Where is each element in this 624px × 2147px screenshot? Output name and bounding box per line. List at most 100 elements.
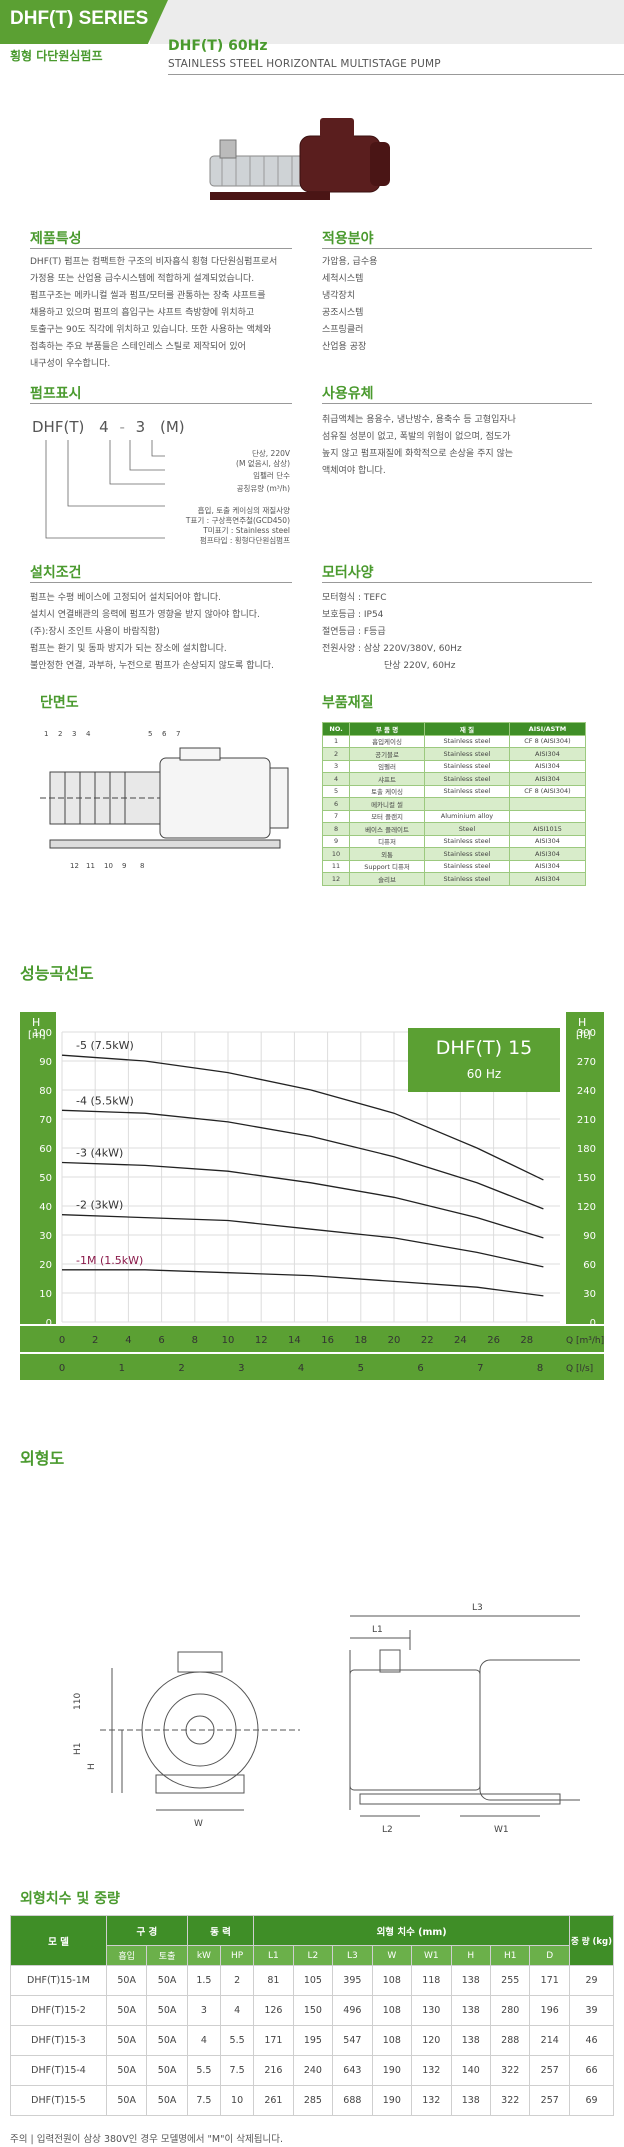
dims-cell: 216 [253, 2055, 294, 2086]
dims-cell: 5.5 [186, 2055, 221, 2086]
chart-x-tick-m3h: 6 [158, 1335, 164, 1346]
material-cell: 공기블로 [349, 747, 426, 761]
material-cell: 11 [321, 859, 351, 873]
dims-cell: 280 [489, 1995, 531, 2026]
callout-4: 4 [86, 730, 91, 738]
dims-cell: 69 [569, 2085, 614, 2116]
divider [322, 582, 592, 583]
chart-y-left-tick: 10 [39, 1289, 52, 1300]
material-cell: 슬리브 [349, 872, 426, 886]
dims-cell: 50A [146, 2025, 188, 2056]
material-cell: Stainless steel [424, 872, 510, 886]
chart-series-line [61, 1109, 544, 1210]
chart-x-tick-ls: 1 [119, 1363, 125, 1374]
dims-model-cell: DHF(T)15-3 [10, 2025, 107, 2056]
dims-subheader: kW [186, 1945, 221, 1966]
chart-series-label: -2 (3kW) [76, 1199, 123, 1212]
material-cell: 토출 케이싱 [349, 784, 426, 798]
features-text: DHF(T) 펌프는 컴팩트한 구조의 비자흡식 횡형 다단원심펌프로서 가정용… [30, 257, 278, 369]
dims-title: 외형치수 및 중량 [20, 1891, 120, 1907]
dims-header-power: 동 력 [186, 1915, 255, 1946]
mat-header-no: NO. [321, 722, 351, 736]
divider [30, 403, 292, 404]
chart-series-label: -1M (1.5kW) [76, 1254, 143, 1267]
dims-header-outline: 외형 치수 (mm) [253, 1915, 570, 1946]
chart-x-tick-m3h: 10 [222, 1335, 235, 1346]
chart-y-right-tick: 180 [577, 1144, 596, 1155]
dims-cell: 105 [292, 1965, 334, 1996]
dims-cell: 240 [292, 2055, 334, 2086]
dims-cell: 643 [332, 2055, 373, 2086]
material-cell: 2 [321, 747, 351, 761]
chart-x-tick-ls: 8 [537, 1363, 543, 1374]
material-cell: 7 [321, 809, 351, 823]
chart-left-band [20, 1012, 56, 1324]
designation-labels-2: 흡입, 토출 케이싱의 재질사양 T표기 : 구상흑연주철(GCD450) T미… [185, 506, 290, 545]
dims-cell: 4 [186, 2025, 221, 2056]
chart-y-right-unit: [ft] [576, 1030, 591, 1041]
dims-header-weight: 중 량 (kg) [569, 1915, 614, 1966]
dims-cell: 7.5 [219, 2055, 255, 2086]
chart-x-tick-ls: 0 [59, 1363, 65, 1374]
dims-cell: 50A [105, 2055, 148, 2086]
material-cell: AISI304 [508, 872, 587, 886]
callout-3: 3 [72, 730, 76, 738]
outline-title: 외형도 [20, 1449, 65, 1468]
model-title: DHF(T) 60Hz [168, 38, 268, 54]
dims-cell: 50A [146, 2055, 188, 2086]
chart-title-box [408, 1028, 560, 1092]
performance-chart: H[m]H[ft]0102030405060708090100030609012… [20, 1012, 604, 1380]
series-badge [0, 0, 168, 44]
chart-x-band-ls [20, 1354, 604, 1380]
chart-y-left-tick: 20 [39, 1260, 52, 1271]
callout-6: 6 [162, 730, 167, 738]
chart-y-left-label: H [32, 1016, 40, 1029]
dims-cell: 150 [292, 1995, 334, 2026]
mat-header-material: 재 질 [424, 722, 510, 736]
chart-x-tick-m3h: 0 [59, 1335, 65, 1346]
chart-y-right-label: H [578, 1016, 586, 1029]
divider [30, 248, 292, 249]
section-view-title: 단면도 [40, 695, 79, 711]
dims-cell: 39 [569, 1995, 614, 2026]
material-cell: 외통 [349, 847, 426, 861]
chart-y-right-tick: 90 [583, 1231, 596, 1242]
chart-x-tick-ls: 7 [477, 1363, 483, 1374]
dims-cell: 547 [332, 2025, 373, 2056]
section-drawing: 1 2 3 4 5 6 7 12 11 10 9 8 [40, 730, 289, 870]
material-cell: AISI304 [508, 859, 587, 873]
dims-cell: 288 [489, 2025, 531, 2056]
chart-y-left-tick: 80 [39, 1086, 52, 1097]
material-cell: AISI304 [508, 747, 587, 761]
label-l3: L3 [472, 1603, 483, 1613]
dims-model-cell: DHF(T)15-2 [10, 1995, 107, 2026]
label-w: W [194, 1819, 203, 1829]
material-cell: Stainless steel [424, 859, 510, 873]
install-text: 펌프는 수평 베이스에 고정되어 설치되어야 합니다. 설치시 연결배관의 응력… [30, 593, 274, 671]
chart-x-tick-m3h: 12 [255, 1335, 268, 1346]
material-cell: 10 [321, 847, 351, 861]
chart-y-right-tick: 300 [577, 1028, 596, 1039]
dims-cell: 190 [371, 2085, 413, 2116]
dims-cell: 50A [105, 2085, 148, 2116]
label-h110: 110 [73, 1693, 83, 1710]
material-cell: 12 [321, 872, 351, 886]
label-h: H [87, 1763, 97, 1770]
chart-y-left-tick: 40 [39, 1202, 52, 1213]
chart-x-tick-ls: 6 [417, 1363, 423, 1374]
header-divider [168, 74, 624, 75]
dims-subheader: HP [219, 1945, 255, 1966]
chart-x-tick-ls: 3 [238, 1363, 244, 1374]
chart-y-right-tick: 60 [583, 1260, 596, 1271]
dims-cell: 132 [411, 2085, 452, 2116]
callout-5: 5 [148, 730, 152, 738]
